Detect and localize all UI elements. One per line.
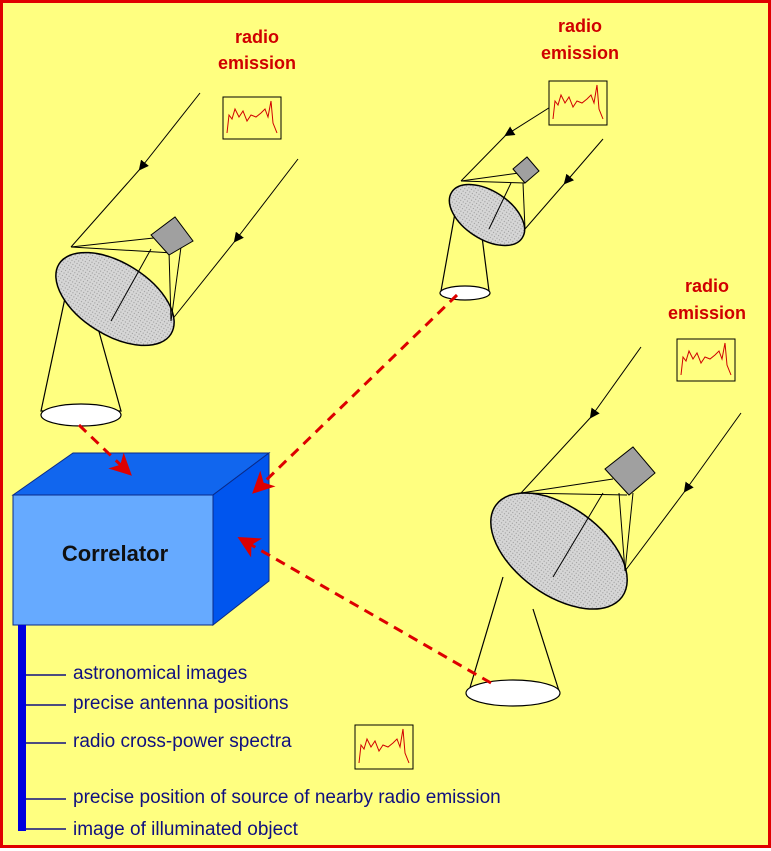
incoming-ray — [624, 490, 686, 572]
feed-leg — [460, 172, 520, 182]
incoming-ray — [70, 168, 141, 248]
output-item: radio cross-power spectra — [73, 731, 292, 752]
feed-leg — [170, 246, 182, 322]
incoming-ray — [233, 158, 299, 243]
output-bar — [18, 625, 26, 831]
feed-leg — [70, 236, 164, 248]
dish-seam — [552, 492, 604, 578]
incoming-ray — [563, 138, 604, 185]
receiver-box — [150, 216, 194, 256]
correlator-box: Correlator — [11, 452, 271, 627]
incoming-ray — [138, 92, 201, 171]
antenna-2 — [439, 98, 604, 301]
dish-seam — [110, 248, 152, 322]
signal-arrow-antenna-1 — [77, 423, 132, 476]
dish-reflector — [448, 183, 526, 247]
feed-leg — [460, 180, 526, 184]
correlator-label: Correlator — [62, 541, 169, 566]
dish-reflector — [55, 251, 175, 347]
radio-emission-label-2-line2: emission — [541, 43, 619, 63]
correlator-front-face — [12, 494, 214, 626]
signal-arrow-antenna-3 — [237, 537, 492, 685]
receiver-box — [604, 446, 656, 496]
signal-arrow-antenna-2 — [252, 293, 459, 494]
incoming-ray — [460, 134, 507, 182]
dish-reflector — [490, 492, 628, 610]
feed-leg — [618, 492, 626, 572]
antenna-base — [40, 403, 122, 427]
spectrum-thumbnail-2 — [548, 80, 608, 126]
radio-emission-label-2-line1: radio — [558, 16, 602, 36]
spectrum-thumbnail-1 — [222, 96, 282, 140]
antenna-1 — [40, 92, 299, 427]
output-item: precise antenna positions — [73, 693, 288, 714]
feed-leg — [520, 492, 628, 496]
feed-leg — [70, 246, 174, 254]
output-item: precise position of source of nearby rad… — [73, 787, 501, 808]
radio-emission-label-1-line2: emission — [218, 53, 296, 73]
antenna-3 — [465, 346, 742, 707]
radio-emission-label-3-line2: emission — [668, 303, 746, 323]
antenna-base — [465, 679, 561, 707]
output-item: image of illuminated object — [73, 819, 299, 840]
radio-emission-label-3-line1: radio — [685, 276, 729, 296]
diagram-svg: Correlator radio emission radio emission… — [11, 16, 746, 840]
feed-leg — [168, 250, 172, 322]
spectrum-thumbnail-3 — [676, 338, 736, 382]
feed-leg — [520, 478, 614, 494]
radio-emission-label-1-line1: radio — [235, 27, 279, 47]
incoming-ray — [589, 346, 642, 419]
output-item: astronomical images — [73, 663, 247, 684]
feed-leg — [624, 492, 634, 572]
incoming-ray — [524, 182, 566, 230]
cross-power-spectrum-thumbnail — [354, 724, 414, 770]
incoming-ray — [170, 240, 236, 322]
receiver-box — [512, 156, 540, 184]
dish-seam — [488, 182, 512, 230]
incoming-ray — [520, 416, 592, 494]
feed-leg — [522, 182, 526, 230]
antenna-base — [439, 285, 491, 301]
incoming-ray — [683, 412, 742, 493]
